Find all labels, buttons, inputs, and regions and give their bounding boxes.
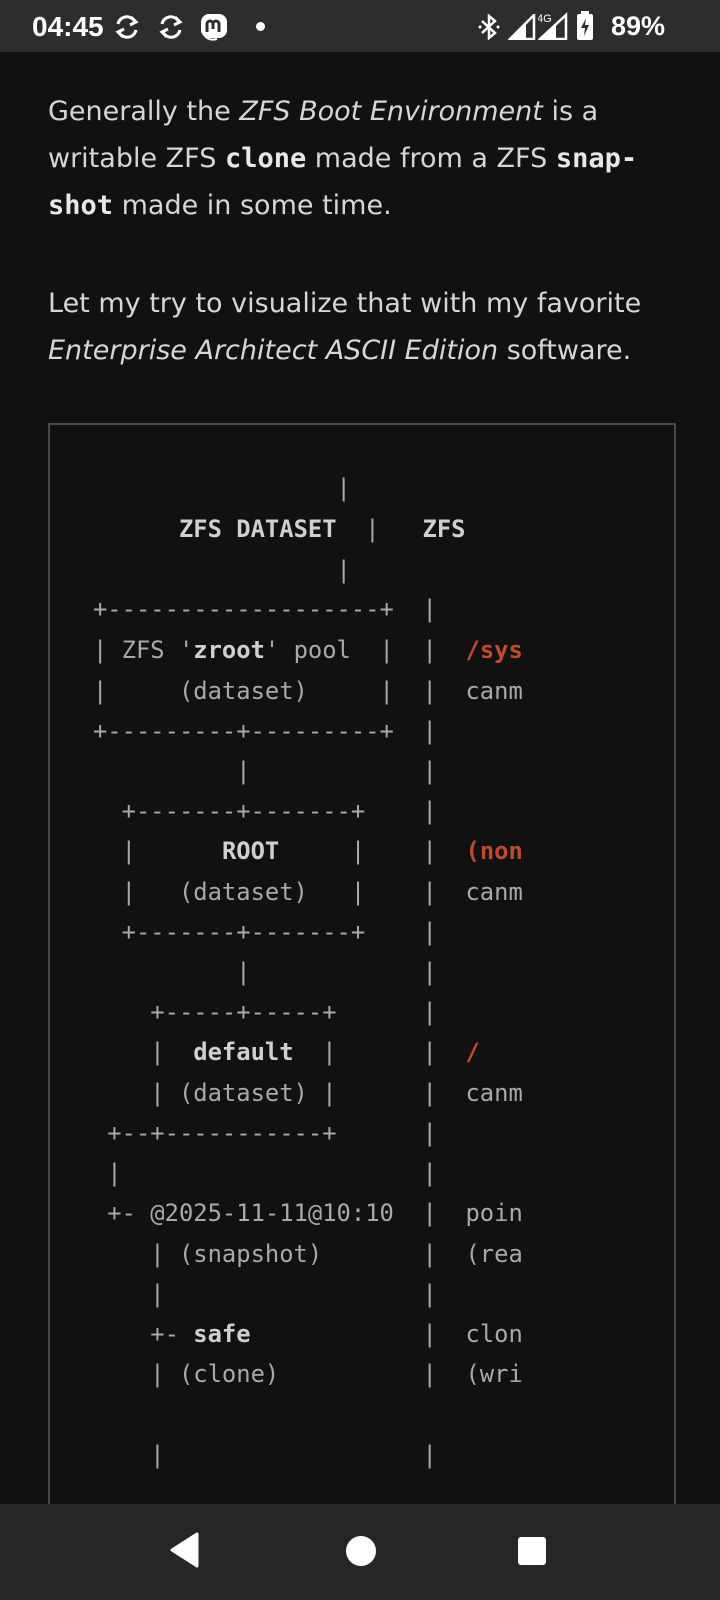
text: is a writable ZFS xyxy=(48,96,599,174)
diagram-line: | | xyxy=(50,958,466,986)
notification-dot xyxy=(256,22,265,31)
home-button[interactable] xyxy=(344,1534,378,1568)
diagram-line: | (dataset) | | canm xyxy=(50,878,523,906)
navigation-bar xyxy=(0,1504,720,1600)
inline-code: snap-shot xyxy=(48,143,638,221)
diagram-line: | (snapshot) | (rea xyxy=(50,1240,523,1268)
diagram-line: | | xyxy=(50,1441,466,1469)
battery-percentage: 89% xyxy=(611,11,666,41)
diagram-line: | (dataset) | | canm xyxy=(50,1079,523,1107)
status-bar: 04:45 4G 89% xyxy=(0,0,720,52)
emphasis-text: ZFS Boot Environment xyxy=(239,96,543,127)
diagram-line: | | xyxy=(50,757,466,785)
diagram-line: ZFS DATASET | ZFS xyxy=(178,515,466,543)
emphasis-text: Enterprise Architect ASCII Edition xyxy=(48,335,499,366)
diagram-line: | | xyxy=(50,1159,466,1187)
paragraph-visualize: Let my try to visualize that with my fav… xyxy=(48,280,668,374)
diagram-line: | ZFS 'zroot' pool | | /sys xyxy=(50,636,523,664)
diagram-line: | (clone) | (wri xyxy=(50,1360,523,1388)
diagram-line: +-------+-------+ | xyxy=(50,797,466,825)
text: made from a ZFS xyxy=(306,143,556,174)
recents-button[interactable] xyxy=(516,1535,548,1567)
diagram-line: | | xyxy=(50,1280,466,1308)
paragraph-zfs-boot-environment: Generally the ZFS Boot Environment is a … xyxy=(48,88,668,229)
code-block[interactable]: | ZFS DATASET | ZFS | +-----------------… xyxy=(48,423,676,1515)
diagram-line: | xyxy=(50,474,380,502)
signal-4g-icon: 4G xyxy=(538,12,568,40)
diagram-line: +---------+---------+ | xyxy=(50,717,466,745)
signal-icon xyxy=(508,14,536,40)
diagram-line: | ROOT | | (non xyxy=(50,837,523,865)
status-time: 04:45 xyxy=(32,11,104,42)
svg-text:4G: 4G xyxy=(538,13,552,25)
battery-charging-icon xyxy=(577,11,593,40)
diagram-line: | default | | / xyxy=(50,1038,480,1066)
back-button[interactable] xyxy=(168,1531,200,1569)
mastodon-icon xyxy=(201,14,227,41)
inline-code: clone xyxy=(224,143,307,174)
diagram-line xyxy=(50,1395,423,1436)
sync-icon xyxy=(115,15,139,39)
diagram-line: +-----+-----+ | xyxy=(50,998,466,1026)
diagram-line: +- @2025-11-11@10:10 | poin xyxy=(50,1199,523,1227)
sync-icon xyxy=(159,15,183,39)
diagram-line: +--+-----------+ | xyxy=(50,1119,466,1147)
text: Let my try to visualize that with my fav… xyxy=(48,288,642,319)
text: made in some time. xyxy=(113,190,392,221)
diagram-line: +-------+-------+ | xyxy=(50,918,466,946)
diagram-line: +-------------------+ | xyxy=(50,595,466,623)
bluetooth-icon xyxy=(478,13,500,41)
text: Generally the xyxy=(48,96,240,127)
diagram-line: | (dataset) | | canm xyxy=(50,677,523,705)
text: software. xyxy=(498,335,632,366)
diagram-line: +- safe | clon xyxy=(50,1320,523,1348)
diagram-line: | xyxy=(50,556,380,584)
